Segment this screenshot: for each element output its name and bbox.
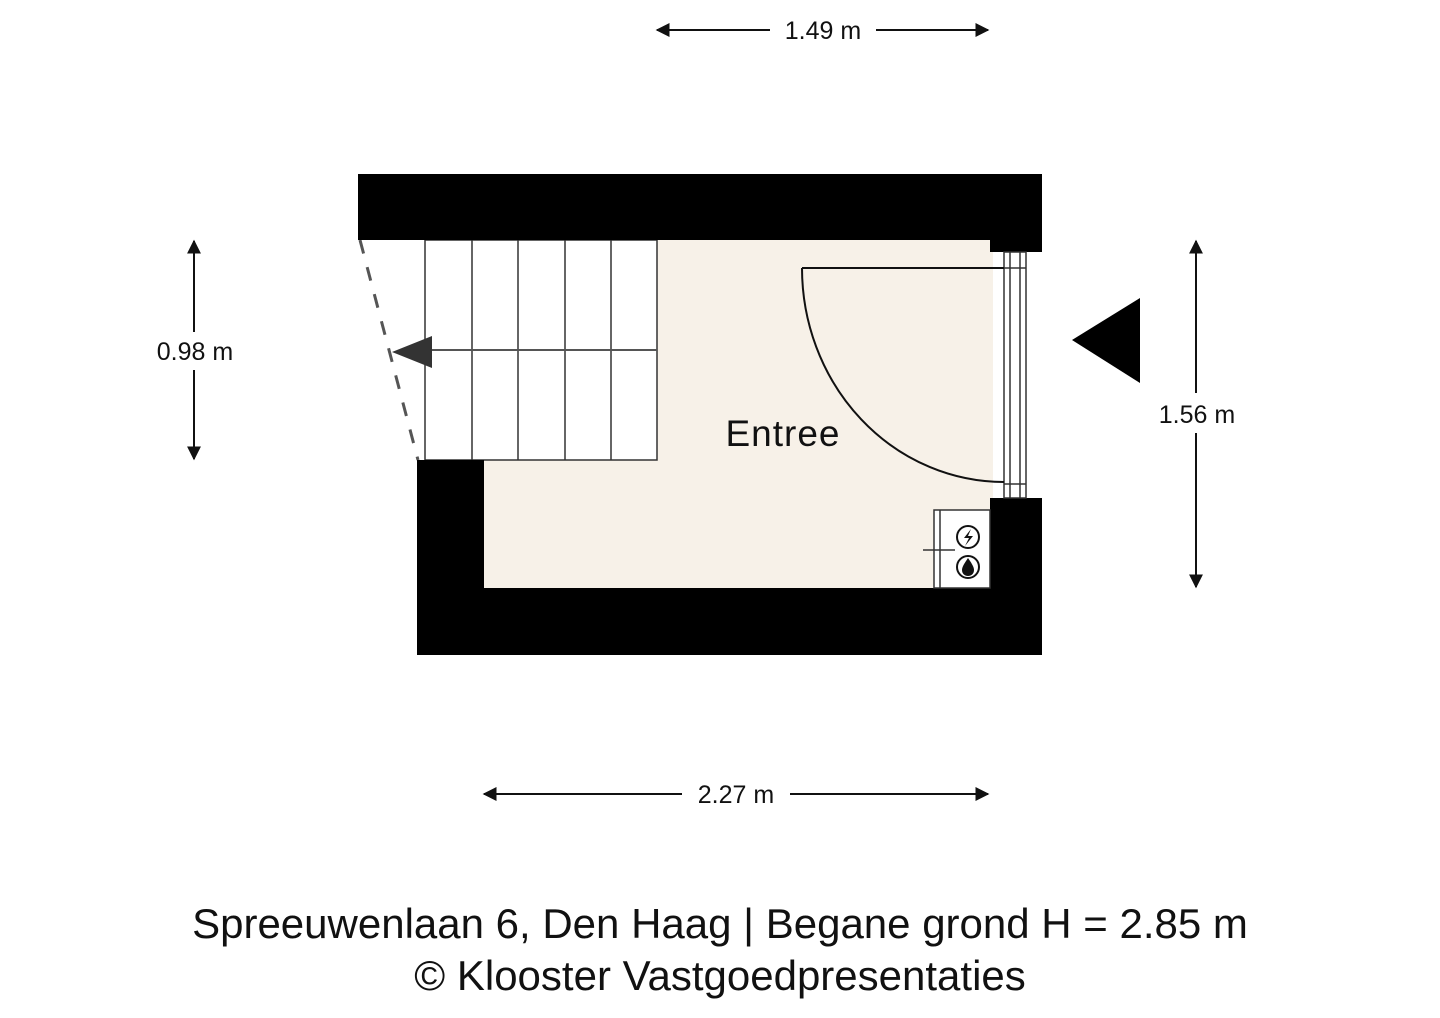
top-wall (358, 174, 1042, 240)
dimension-top-label: 1.49 m (785, 17, 861, 45)
top-right-wall-stub (990, 174, 1042, 252)
entrance-arrow-icon (1072, 298, 1140, 383)
dimension-right: 1.56 m (1159, 239, 1235, 589)
caption-credit: © Klooster Vastgoedpresentaties (414, 952, 1026, 999)
gas-icon (956, 555, 980, 579)
meter-cupboard (923, 509, 991, 589)
dimension-bottom-label: 2.27 m (698, 781, 774, 809)
bottom-right-wall-stub (990, 498, 1042, 655)
staircase (358, 239, 658, 461)
dimension-left-label: 0.98 m (157, 338, 233, 366)
walls (358, 174, 1042, 655)
dimension-bottom: 2.27 m (482, 781, 990, 809)
door-swing (801, 267, 1005, 483)
dimension-right-label: 1.56 m (1159, 401, 1235, 429)
dimension-left: 0.98 m (157, 239, 233, 461)
stair-direction-arrow-icon (392, 336, 432, 368)
caption-address: Spreeuwenlaan 6, Den Haag | Begane grond… (192, 900, 1248, 947)
dimension-top: 1.49 m (655, 17, 990, 45)
room-label: Entree (725, 413, 840, 454)
front-door-frame (1003, 251, 1027, 499)
stair-hidden-edge (358, 239, 420, 461)
bottom-wall (417, 588, 1042, 655)
electricity-icon (956, 525, 980, 549)
